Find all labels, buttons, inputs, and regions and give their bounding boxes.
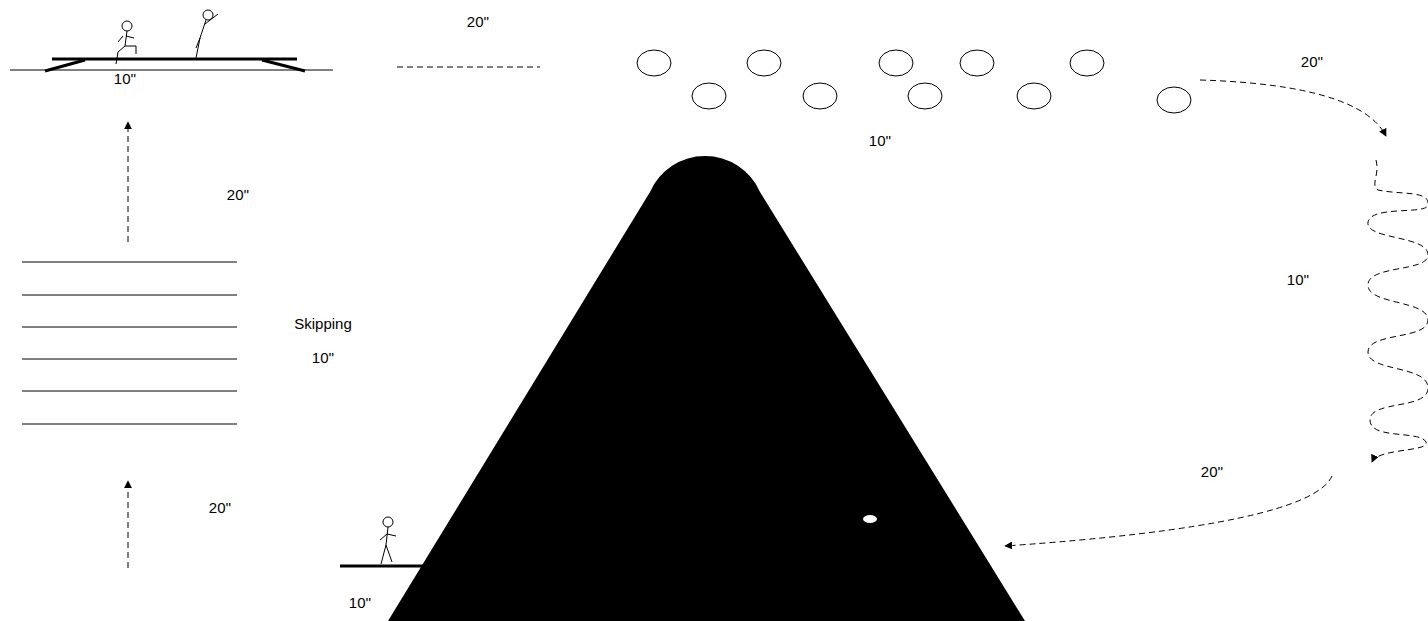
- hoop-rings: [637, 50, 1191, 113]
- duration-label: 10'': [349, 595, 371, 612]
- duration-label: 20'': [1301, 54, 1323, 71]
- slalom-path: [1368, 160, 1428, 462]
- duration-label: 20'': [227, 187, 249, 204]
- dashed-arrow: [1200, 80, 1386, 136]
- dashed-arrow: [128, 122, 129, 242]
- balance-beam: [340, 517, 425, 566]
- trampoline-station: [10, 10, 333, 71]
- duration-label: 10'': [869, 133, 891, 150]
- duration-label: 20'': [467, 14, 489, 31]
- dashed-arrow: [128, 481, 129, 568]
- duration-label: 10'': [312, 350, 334, 367]
- skipping-ladder: [22, 262, 237, 424]
- duration-label: 10'': [1287, 272, 1309, 289]
- climbing-mound: [388, 156, 1025, 621]
- duration-label: 20'': [1201, 464, 1223, 481]
- dashed-arrow: [1005, 476, 1332, 546]
- duration-label: 20'': [209, 500, 231, 517]
- station-name: Skipping: [294, 316, 352, 333]
- duration-label: 10'': [114, 71, 136, 88]
- dashed-path: [397, 67, 540, 68]
